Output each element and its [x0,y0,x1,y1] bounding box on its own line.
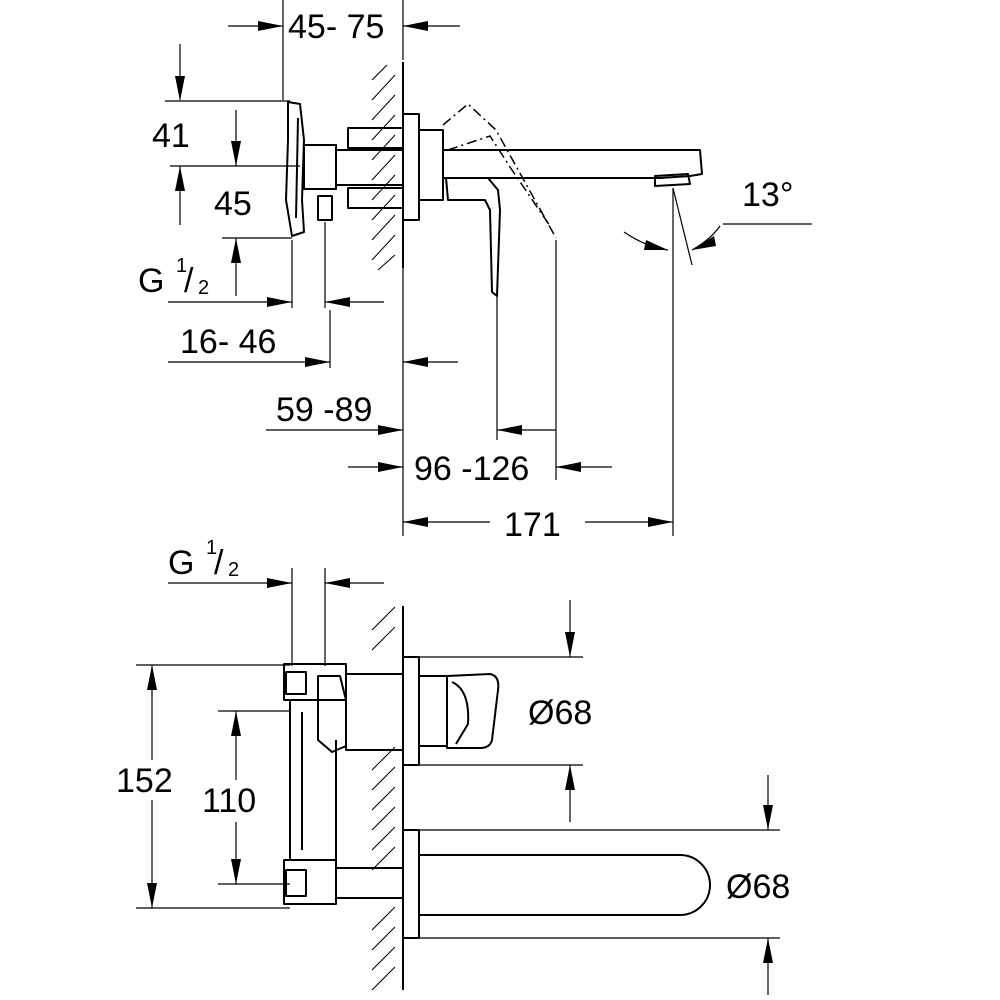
lever-front [418,673,500,749]
svg-text:/: / [184,262,194,300]
dim-dia-lever: Ø68 [528,694,592,732]
dim-45: 45 [214,185,252,223]
front-arrowheads [147,578,773,963]
dim-110: 110 [202,782,256,820]
lever-plate-front [402,656,420,766]
svg-text:/: / [214,544,224,582]
dim-thread-front: G 1 / 2 [168,537,239,582]
wall-plate-side [402,113,420,221]
concealed-body-side [285,101,405,237]
dim-171: 171 [504,506,561,544]
svg-text:G: G [138,262,164,300]
svg-text:G: G [168,544,194,582]
dim-96-126: 96 -126 [414,450,529,488]
dim-depth-range: 45- 75 [288,8,384,46]
side-view: 45- 75 41 45 G 1 / 2 16- 46 59 -89 96 -1… [138,0,812,544]
dim-152: 152 [116,762,173,800]
dim-16-46: 16- 46 [180,323,276,361]
svg-text:1: 1 [206,537,217,559]
lever-side [442,102,557,297]
dim-41: 41 [152,117,190,155]
svg-text:1: 1 [176,255,187,277]
svg-text:2: 2 [228,559,239,581]
dim-angle: 13° [742,176,793,214]
front-view: G 1 / 2 152 110 Ø68 Ø68 [116,537,790,995]
spout-plate-front [402,829,420,939]
concealed-body-front [283,663,405,905]
wall-hatch-top [371,62,404,271]
spout-side [418,129,703,201]
dim-dia-spout: Ø68 [726,868,790,906]
side-arrowheads [175,21,716,527]
wall-hatch-bottom [371,606,404,991]
side-dimension-lines [165,0,812,536]
svg-text:2: 2 [198,277,209,299]
spout-front [419,854,711,916]
dim-59-89: 59 -89 [276,391,372,429]
dim-thread-side: G 1 / 2 [138,255,209,300]
